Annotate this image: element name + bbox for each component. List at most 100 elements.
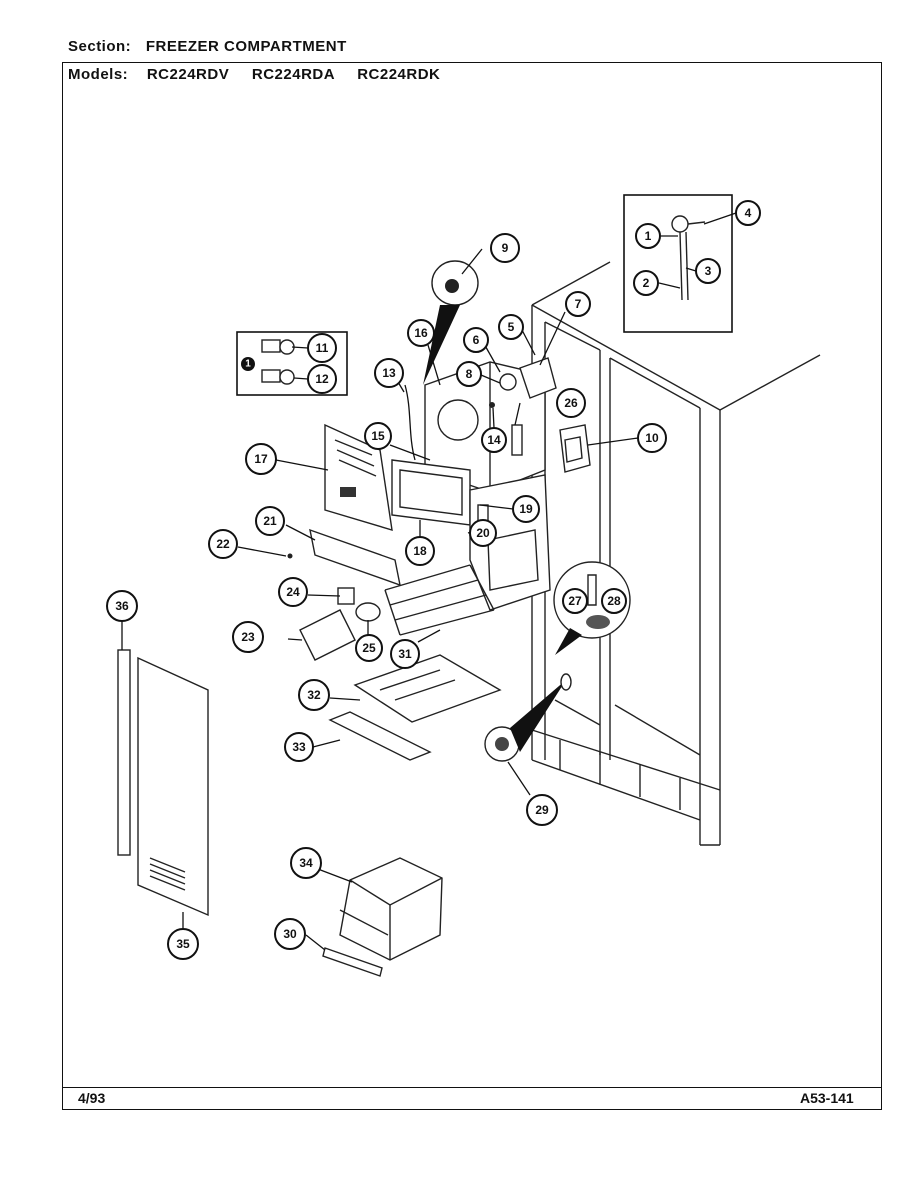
part-35-panel — [137, 656, 209, 917]
callout-25: 25 — [355, 634, 383, 662]
svg-text:15: 15 — [371, 429, 385, 443]
callouts: 1 2 3 4 5 6 7 8 9 10 11 12 13 14 15 16 1… — [106, 200, 761, 960]
part-31-wire-shelf — [384, 564, 495, 636]
callout-33: 33 — [284, 732, 314, 762]
callout-8: 8 — [456, 361, 482, 387]
callout-26: 26 — [556, 388, 586, 418]
callout-30: 30 — [274, 918, 306, 950]
footer-divider — [62, 1087, 882, 1088]
callout-24: 24 — [278, 577, 308, 607]
part-21-plate — [309, 528, 401, 587]
svg-text:3: 3 — [705, 264, 712, 278]
footer-date: 4/93 — [78, 1090, 106, 1106]
callout-12: 12 — [307, 364, 337, 394]
svg-text:1: 1 — [645, 229, 652, 243]
section-label: Section: — [68, 38, 132, 55]
leader-lines — [121, 212, 737, 951]
svg-text:13: 13 — [382, 366, 396, 380]
callout-4: 4 — [735, 200, 761, 226]
svg-text:16: 16 — [414, 326, 428, 340]
svg-text:2: 2 — [643, 276, 650, 290]
part-32-glass-shelf — [353, 654, 502, 723]
svg-text:4: 4 — [745, 206, 752, 220]
callout-21: 21 — [255, 506, 285, 536]
callout-3: 3 — [695, 258, 721, 284]
svg-text:8: 8 — [466, 367, 473, 381]
cabinet — [531, 261, 821, 846]
svg-text:28: 28 — [607, 594, 621, 608]
part-36-rail — [117, 649, 131, 856]
callout-17: 17 — [245, 443, 277, 475]
callout-7: 7 — [565, 291, 591, 317]
models-header: Models: RC224RDV RC224RDA RC224RDK — [68, 66, 440, 83]
callout-36: 36 — [106, 590, 138, 622]
callout-28: 28 — [601, 588, 627, 614]
part-23-channel — [299, 609, 356, 661]
callout-15: 15 — [364, 422, 392, 450]
svg-text:24: 24 — [286, 585, 300, 599]
section-value: FREEZER COMPARTMENT — [145, 38, 347, 55]
svg-text:9: 9 — [502, 241, 509, 255]
model-3: RC224RDK — [357, 66, 441, 83]
svg-text:21: 21 — [263, 514, 277, 528]
footer-doc-id: A53-141 — [800, 1090, 854, 1106]
callout-10: 10 — [637, 423, 667, 453]
section-header: Section: FREEZER COMPARTMENT — [68, 38, 347, 55]
callout-5: 5 — [498, 314, 524, 340]
svg-text:27: 27 — [568, 594, 582, 608]
inset-valve — [671, 215, 706, 301]
svg-text:20: 20 — [476, 526, 490, 540]
part-10-bracket — [559, 424, 591, 473]
svg-text:11: 11 — [316, 341, 329, 355]
svg-text:36: 36 — [115, 599, 129, 613]
svg-text:35: 35 — [176, 937, 190, 951]
part-18-frame — [391, 459, 471, 526]
callout-20: 20 — [469, 519, 497, 547]
svg-text:14: 14 — [487, 433, 501, 447]
svg-text:6: 6 — [473, 333, 480, 347]
part-30-strip — [322, 947, 383, 977]
callout-19: 19 — [512, 495, 540, 523]
svg-text:19: 19 — [519, 502, 533, 516]
callout-35: 35 — [167, 928, 199, 960]
svg-text:5: 5 — [508, 320, 515, 334]
model-1: RC224RDV — [146, 66, 230, 83]
callout-27: 27 — [562, 588, 588, 614]
callout-9: 9 — [490, 233, 520, 263]
callout-6: 6 — [463, 327, 489, 353]
svg-text:29: 29 — [535, 803, 549, 817]
part-9-detail — [423, 260, 479, 385]
callout-16: 16 — [407, 319, 435, 347]
models-label: Models: — [68, 66, 129, 83]
callout-2: 2 — [633, 270, 659, 296]
part-13-wire — [404, 384, 416, 461]
callout-29: 29 — [526, 794, 558, 826]
svg-text:31: 31 — [398, 647, 412, 661]
inset-switches: 1 — [241, 339, 295, 385]
model-2: RC224RDA — [251, 66, 335, 83]
callout-11: 11 — [307, 333, 337, 363]
part-17-panel — [324, 423, 393, 531]
fan-motor-assembly — [489, 357, 557, 408]
svg-text:34: 34 — [299, 856, 313, 870]
callout-18: 18 — [405, 536, 435, 566]
callout-22: 22 — [208, 529, 238, 559]
svg-text:10: 10 — [645, 431, 659, 445]
inset-badge: 1 — [245, 359, 251, 370]
part-26 — [511, 424, 523, 456]
svg-text:30: 30 — [283, 927, 297, 941]
svg-text:33: 33 — [292, 740, 306, 754]
svg-text:22: 22 — [216, 537, 230, 551]
svg-text:23: 23 — [241, 630, 255, 644]
parts-27-28-detail — [553, 561, 631, 655]
svg-text:32: 32 — [307, 688, 321, 702]
svg-text:26: 26 — [564, 396, 578, 410]
callout-1: 1 — [635, 223, 661, 249]
svg-text:25: 25 — [362, 641, 376, 655]
callout-31: 31 — [390, 639, 420, 669]
svg-text:12: 12 — [315, 372, 329, 386]
part-29-grommet — [484, 673, 572, 762]
part-34-ice-bin — [339, 857, 443, 961]
callout-23: 23 — [232, 621, 264, 653]
parts-24-25-fittings — [337, 587, 381, 622]
